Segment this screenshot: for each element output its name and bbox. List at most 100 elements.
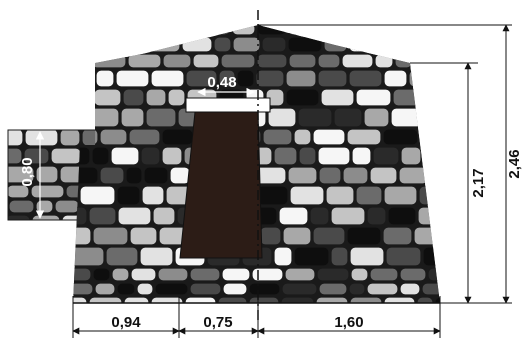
stone-block xyxy=(119,36,145,53)
stone-block xyxy=(427,267,440,282)
stone-block xyxy=(348,282,366,296)
stone-block xyxy=(73,69,95,88)
stone-block xyxy=(125,166,143,185)
stone-block xyxy=(192,53,220,69)
stone-block xyxy=(317,53,341,69)
stone-block xyxy=(262,128,293,146)
stone-block xyxy=(366,206,387,226)
stone-block xyxy=(157,267,189,282)
stone-block xyxy=(54,199,80,214)
stone-block xyxy=(312,226,346,246)
stone-block xyxy=(434,296,440,303)
stone-block xyxy=(422,146,440,166)
stone-block xyxy=(55,89,71,106)
stone-block xyxy=(73,185,79,206)
stone-block xyxy=(94,282,116,296)
stone-block xyxy=(220,53,256,69)
stone-block xyxy=(317,146,351,166)
stone-block xyxy=(383,296,416,303)
stone-block xyxy=(416,296,434,303)
stone-block xyxy=(184,296,217,303)
stone-block xyxy=(189,282,222,296)
stone-block xyxy=(382,128,419,146)
stone-block xyxy=(73,36,98,53)
stone-block xyxy=(120,107,145,128)
stone-block xyxy=(320,88,355,107)
stone-block xyxy=(232,36,261,53)
stone-block xyxy=(333,107,363,128)
stone-block xyxy=(425,88,440,107)
stone-block xyxy=(98,36,119,53)
stone-block xyxy=(85,107,120,128)
stone-block xyxy=(35,199,54,214)
stone-block xyxy=(99,166,125,185)
stone-block xyxy=(348,69,383,88)
stone-block xyxy=(394,53,413,69)
stone-block xyxy=(351,146,372,166)
stone-block xyxy=(251,267,284,282)
stone-block xyxy=(309,206,330,226)
stone-block xyxy=(383,69,408,88)
stone-block xyxy=(288,53,317,69)
stone-block xyxy=(110,146,140,166)
stone-block xyxy=(433,36,440,53)
stone-block xyxy=(88,206,117,226)
stone-block xyxy=(116,282,136,296)
stone-block xyxy=(390,107,423,128)
stone-block xyxy=(312,128,346,146)
stone-block xyxy=(111,267,130,282)
stone-block xyxy=(315,296,349,303)
stone-block xyxy=(30,184,65,199)
stone-block xyxy=(346,226,382,246)
stone-block xyxy=(256,185,289,206)
stone-block xyxy=(316,267,350,282)
stone-block xyxy=(136,282,154,296)
stone-block xyxy=(141,185,165,206)
dim-label-bottom-right: 1,60 xyxy=(334,314,363,331)
stone-block xyxy=(421,282,440,296)
stone-block xyxy=(429,166,440,185)
stone-block xyxy=(213,36,232,53)
stone-block xyxy=(417,206,440,226)
stone-block xyxy=(317,69,348,88)
stone-block xyxy=(355,185,383,206)
stone-block xyxy=(59,130,81,147)
stone-block xyxy=(369,166,398,185)
stone-block xyxy=(123,296,150,303)
stone-block xyxy=(117,206,152,226)
stone-block xyxy=(323,36,348,53)
stone-block xyxy=(413,226,440,246)
stone-block xyxy=(8,184,30,199)
stone-block xyxy=(248,296,280,303)
wall-stonework xyxy=(55,25,440,303)
stone-block xyxy=(50,147,82,165)
stone-block xyxy=(280,296,315,303)
stone-block xyxy=(166,25,197,36)
stone-block xyxy=(154,282,189,296)
stone-block xyxy=(143,166,169,185)
stone-block xyxy=(318,282,348,296)
stone-block xyxy=(385,246,422,267)
dim-label-bottom-left: 0,94 xyxy=(111,314,141,331)
stone-block xyxy=(77,25,109,36)
stone-block xyxy=(349,246,385,267)
stone-block xyxy=(73,296,88,303)
stone-block xyxy=(372,146,400,166)
stone-block xyxy=(374,53,394,69)
stone-block xyxy=(349,296,383,303)
stone-block xyxy=(231,25,256,36)
dim-label-right-outer: 2,46 xyxy=(506,149,523,178)
stone-block xyxy=(398,166,429,185)
stone-block xyxy=(92,267,111,282)
stone-block xyxy=(169,166,191,185)
stone-block xyxy=(236,69,255,88)
stone-block xyxy=(129,226,158,246)
stone-block xyxy=(419,128,440,146)
stone-block xyxy=(287,36,323,53)
stone-block xyxy=(434,53,440,69)
stone-block xyxy=(91,146,110,166)
stone-block xyxy=(248,282,281,296)
stone-block xyxy=(259,226,282,246)
dim-label-left-step: 0,80 xyxy=(19,157,36,186)
stone-block xyxy=(369,267,399,282)
